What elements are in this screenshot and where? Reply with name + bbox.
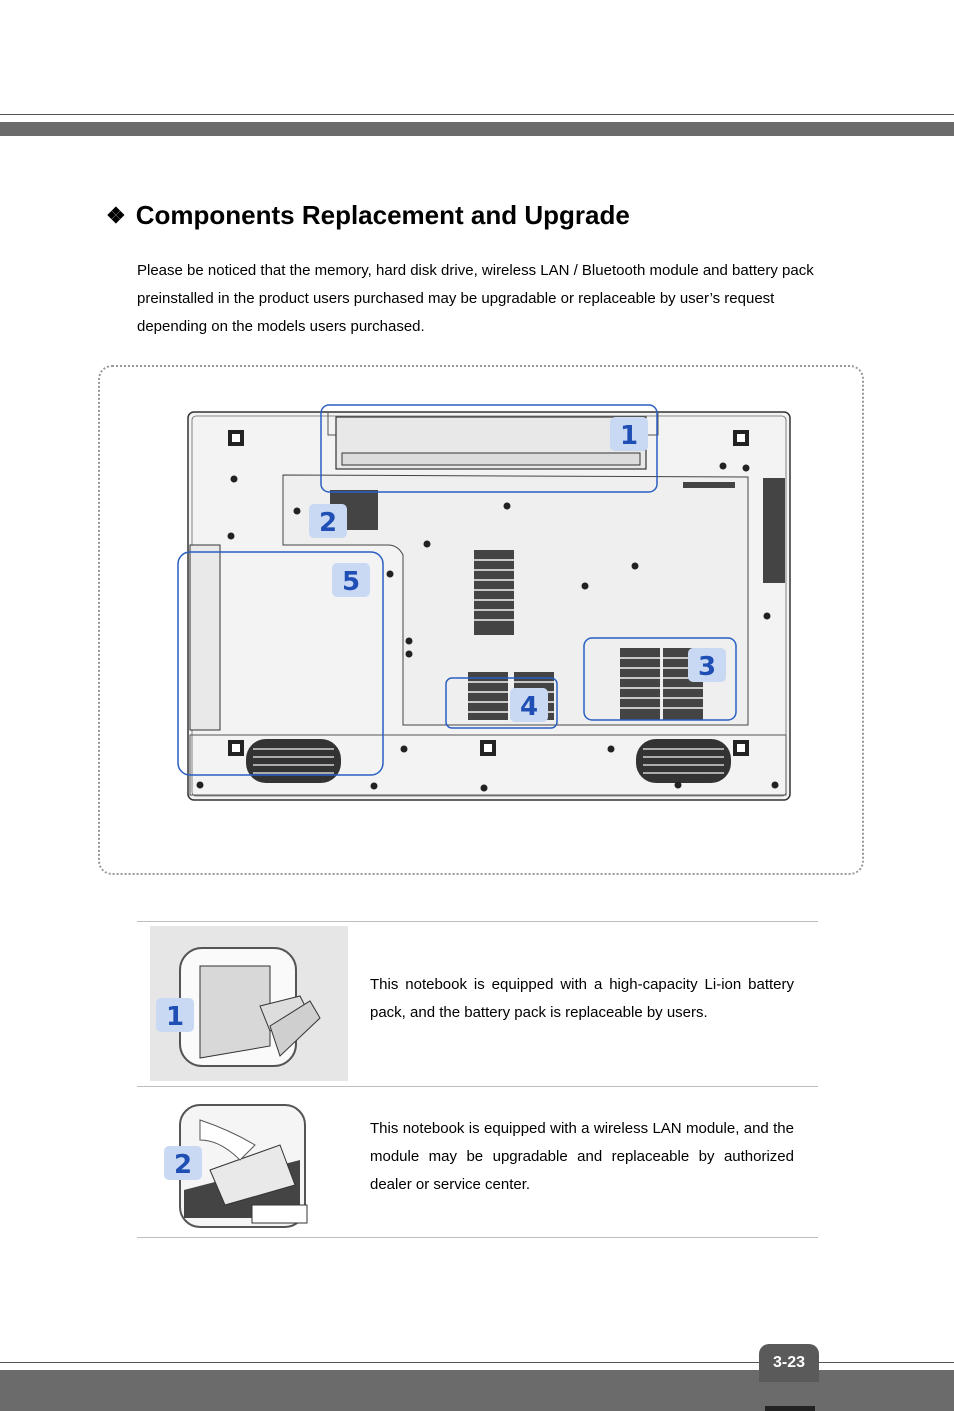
table-row-rule (137, 1086, 818, 1087)
row-description: This notebook is equipped with a wireles… (370, 1120, 794, 1193)
figure-frame (98, 365, 864, 875)
callout-4: 4 (510, 688, 548, 722)
callout-label: 3 (698, 652, 716, 682)
row-badge: 2 (174, 1150, 192, 1180)
callout-label: 4 (520, 692, 538, 722)
table-bottom-rule (137, 1237, 818, 1238)
callout-label: 5 (342, 567, 360, 597)
notebook-bottom-diagram: 1 2 3 4 5 (177, 404, 791, 801)
footer-rule (0, 1362, 954, 1363)
callout-label: 2 (319, 508, 337, 538)
callout-5: 5 (332, 563, 370, 597)
page-tab-foot (765, 1406, 815, 1411)
row-description: This notebook is equipped with a high-ca… (370, 976, 794, 1021)
page-title: Components Replacement and Upgrade (135, 200, 630, 230)
intro-paragraph: Please be noticed that the memory, hard … (137, 262, 814, 335)
callout-3: 3 (688, 648, 726, 682)
callout-2: 2 (309, 504, 347, 538)
callout-1: 1 (610, 417, 648, 451)
header-rule (0, 114, 954, 115)
table-top-rule (137, 921, 818, 922)
row-badge: 1 (166, 1002, 184, 1032)
callout-label: 1 (620, 421, 638, 451)
section-heading: ❖ Components Replacement and Upgrade (106, 200, 630, 231)
page-number: 3-23 (759, 1344, 819, 1382)
header-bar (0, 122, 954, 136)
battery-replace-icon: 1 (150, 926, 348, 1081)
wireless-lan-module-icon: 2 (164, 1104, 308, 1228)
bullet-icon: ❖ (106, 202, 126, 228)
